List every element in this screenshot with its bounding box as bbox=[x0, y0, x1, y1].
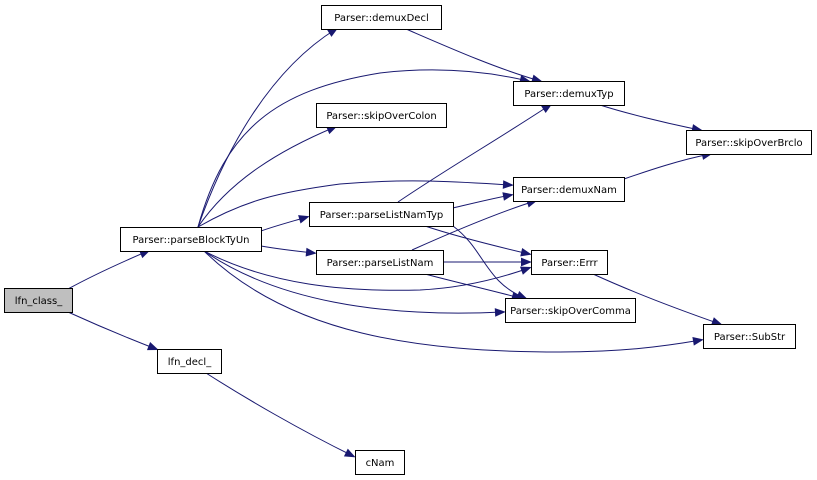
node-box bbox=[316, 103, 447, 128]
edge-line bbox=[203, 250, 702, 353]
edge-parseListNam-to-Errr bbox=[443, 257, 532, 267]
node-box bbox=[531, 250, 608, 275]
edge-parseBlockTyUn-to-SubStr bbox=[203, 250, 704, 353]
edge-parseListNamTyp-to-Errr bbox=[424, 225, 532, 257]
edge-parseBlockTyUn-to-parseListNam bbox=[260, 245, 317, 257]
edge-demuxTyp-to-skipOverBrclo bbox=[599, 104, 703, 133]
node-box bbox=[157, 349, 222, 374]
node-box bbox=[686, 130, 812, 155]
node-box bbox=[309, 202, 454, 227]
node-box bbox=[4, 288, 73, 313]
edge-arrowhead bbox=[305, 247, 317, 257]
node-label: lfn_class_ bbox=[15, 296, 63, 307]
node-box bbox=[321, 5, 442, 30]
node-skipOverComma[interactable]: Parser::skipOverComma bbox=[505, 298, 636, 323]
edge-arrowhead bbox=[520, 247, 532, 257]
edge-parseBlockTyUn-to-demuxNam bbox=[197, 180, 514, 228]
edge-demuxDecl-to-demuxTyp bbox=[405, 28, 543, 83]
edge-arrowhead bbox=[692, 337, 704, 346]
node-box bbox=[513, 81, 625, 106]
node-label: Parser::parseBlockTyUn bbox=[133, 235, 250, 246]
edge-line bbox=[67, 311, 157, 350]
node-box bbox=[120, 227, 262, 252]
node-lfn_class_[interactable]: lfn_class_ bbox=[4, 288, 73, 313]
node-label: Parser::demuxNam bbox=[521, 185, 617, 196]
edge-line bbox=[197, 69, 529, 228]
node-label: Parser::skipOverBrclo bbox=[695, 138, 802, 149]
node-label: cNam bbox=[366, 458, 395, 469]
edge-line bbox=[424, 225, 530, 255]
nodes-layer: lfn_class_ Parser::parseBlockTyUnlfn_decl… bbox=[4, 5, 812, 475]
node-demuxNam[interactable]: Parser::demuxNam bbox=[513, 177, 625, 202]
edge-arrowhead bbox=[343, 448, 356, 458]
node-box bbox=[316, 250, 444, 275]
edge-line bbox=[405, 28, 541, 82]
node-box bbox=[703, 324, 796, 349]
node-label: Parser::SubStr bbox=[714, 332, 786, 343]
edge-lfn_decl_-to-cNam bbox=[205, 372, 356, 458]
edge-parseBlockTyUn-to-skipOverComma bbox=[203, 250, 506, 317]
edge-line bbox=[205, 372, 354, 457]
edge-arrowhead bbox=[146, 342, 159, 351]
edge-arrowhead bbox=[502, 180, 514, 189]
edge-line bbox=[203, 250, 530, 291]
edge-demuxNam-to-skipOverBrclo bbox=[623, 151, 713, 180]
node-label: Parser::parseListNamTyp bbox=[320, 210, 443, 221]
node-label: Parser::skipOverComma bbox=[510, 306, 631, 317]
node-demuxDecl[interactable]: Parser::demuxDecl bbox=[321, 5, 442, 30]
node-label: lfn_decl_ bbox=[168, 357, 212, 368]
edge-arrowhead bbox=[298, 215, 310, 224]
node-label: Parser::demuxDecl bbox=[334, 13, 428, 24]
node-lfn_decl_[interactable]: lfn_decl_ bbox=[157, 349, 222, 374]
edge-line bbox=[592, 273, 721, 325]
edge-line bbox=[452, 194, 512, 209]
edge-line bbox=[599, 104, 701, 131]
node-SubStr[interactable]: Parser::SubStr bbox=[703, 324, 796, 349]
node-parseListNam[interactable]: Parser::parseListNam bbox=[316, 250, 444, 275]
node-parseBlockTyUn[interactable]: Parser::parseBlockTyUn bbox=[120, 227, 262, 252]
node-parseListNamTyp[interactable]: Parser::parseListNamTyp bbox=[309, 202, 454, 227]
node-box bbox=[505, 298, 636, 323]
node-skipOverColon[interactable]: Parser::skipOverColon bbox=[316, 103, 447, 128]
node-Errr[interactable]: Parser::Errr bbox=[531, 250, 608, 275]
node-label: Parser::demuxTyp bbox=[524, 89, 613, 100]
node-skipOverBrclo[interactable]: Parser::skipOverBrclo bbox=[686, 130, 812, 155]
node-box bbox=[513, 177, 625, 202]
edge-arrowhead bbox=[519, 266, 532, 275]
node-label: Parser::parseListNam bbox=[327, 258, 434, 269]
edge-arrowhead bbox=[494, 308, 506, 317]
node-cNam[interactable]: cNam bbox=[355, 450, 405, 475]
edge-line bbox=[67, 250, 149, 290]
edge-line bbox=[397, 104, 551, 203]
edge-lfn_class_-to-lfn_decl_ bbox=[67, 311, 159, 351]
edge-lfn_class_-to-parseBlockTyUn bbox=[67, 249, 151, 290]
edge-parseListNamTyp-to-demuxNam bbox=[452, 192, 514, 209]
edge-parseBlockTyUn-to-Errr bbox=[203, 250, 532, 291]
edge-arrowhead bbox=[502, 192, 514, 201]
edge-line bbox=[623, 153, 711, 180]
edge-line bbox=[424, 273, 521, 299]
edge-parseBlockTyUn-to-parseListNamTyp bbox=[260, 215, 310, 232]
edge-line bbox=[260, 245, 315, 254]
node-label: Parser::skipOverColon bbox=[326, 111, 436, 122]
edge-arrowhead bbox=[521, 257, 532, 267]
node-demuxTyp[interactable]: Parser::demuxTyp bbox=[513, 81, 625, 106]
edge-arrowhead bbox=[710, 317, 723, 326]
edge-line bbox=[203, 250, 504, 314]
edge-line bbox=[411, 200, 536, 251]
edge-line bbox=[197, 126, 336, 228]
edge-line bbox=[197, 180, 512, 228]
edge-parseListNam-to-skipOverComma bbox=[424, 273, 523, 301]
node-box bbox=[355, 450, 405, 475]
edges-layer bbox=[67, 27, 723, 458]
edge-line bbox=[197, 28, 337, 228]
node-label: Parser::Errr bbox=[541, 258, 598, 269]
